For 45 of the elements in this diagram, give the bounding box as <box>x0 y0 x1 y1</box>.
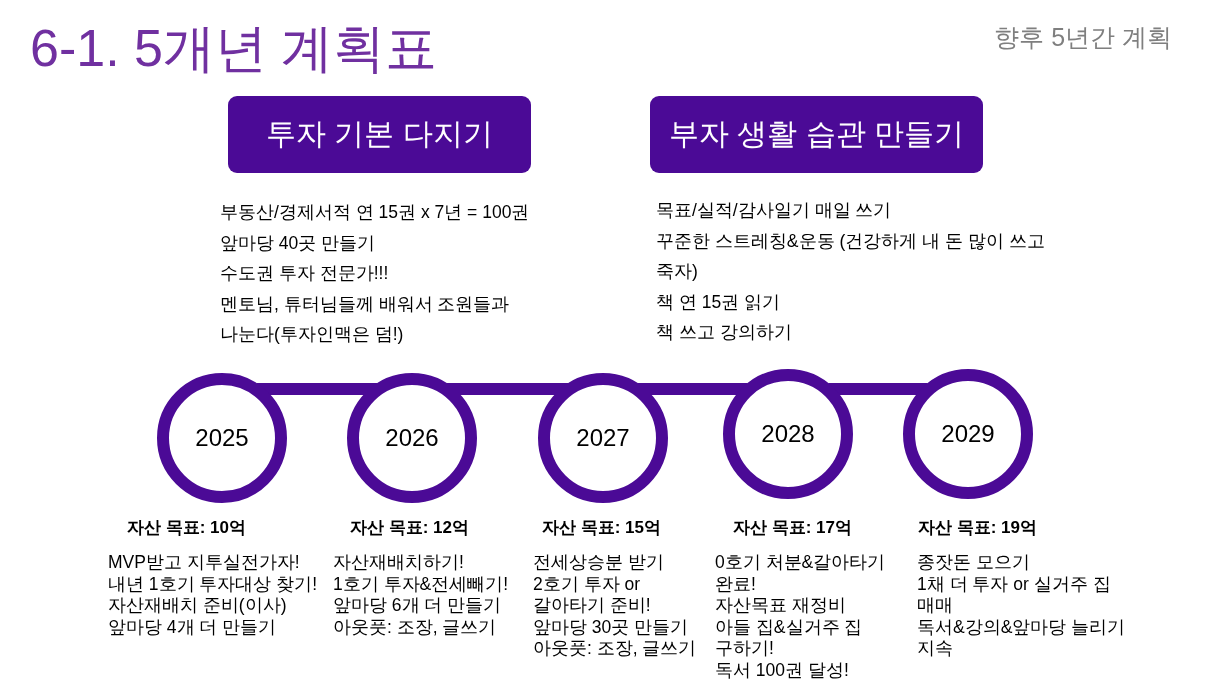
year-circle: 2028 <box>723 369 853 499</box>
goal-heading: 자산 목표: 12억 <box>350 517 470 539</box>
plan-text: 자산재배치 준비(이사) <box>108 595 287 617</box>
goal-text: 목표/실적/감사일기 매일 쓰기 <box>656 199 892 222</box>
plan-text: 아들 집&실거주 집 구하기! <box>715 616 864 660</box>
plan-text: 앞마당 4개 더 만들기 <box>108 616 277 639</box>
plan-text: 전세상승분 받기 <box>533 552 664 574</box>
timeline-line <box>256 383 378 395</box>
plan-text: MVP받고 지투실전가자! <box>108 552 300 574</box>
plan-text: 자산재배치하기! <box>333 552 464 574</box>
plan-text: 앞마당 6개 더 만들기 <box>333 595 502 617</box>
goal-heading: 자산 목표: 17억 <box>733 517 853 539</box>
year-circle: 2029 <box>903 369 1033 499</box>
plan-text: 내년 1호기 투자대상 찾기! <box>108 573 318 596</box>
plan-text: 독서 100권 달성! <box>715 659 849 682</box>
goal-heading: 자산 목표: 10억 <box>127 517 247 539</box>
goal-text: 책 연 15권 읽기 <box>656 290 781 314</box>
goal-heading: 자산 목표: 15억 <box>542 517 662 539</box>
goal-text: 부동산/경제서적 연 15권 x 7년 = 100권 <box>220 201 530 224</box>
plan-text: 1호기 투자&전세빼기! <box>333 573 509 596</box>
goal-text: 멘토님, 튜터님들께 배워서 조원들과 나눈다(투자인맥은 덤!) <box>220 292 511 346</box>
heading-banner: 투자 기본 다지기 <box>228 96 531 173</box>
corner-note: 향후 5년간 계획 <box>994 22 1172 53</box>
plan-text: 종잣돈 모으기 <box>917 552 1030 574</box>
timeline-line <box>637 383 748 395</box>
year-circle: 2026 <box>347 373 477 503</box>
plan-text: 2호기 투자 or 갈아타기 준비! <box>533 573 652 617</box>
heading-banner: 부자 생활 습관 만들기 <box>650 96 983 173</box>
plan-text: 아웃풋: 조장, 글쓰기 <box>333 616 497 639</box>
goal-text: 책 쓰고 강의하기 <box>656 321 792 344</box>
plan-text: 앞마당 30곳 만들기 <box>533 616 689 639</box>
plan-text: 아웃풋: 조장, 글쓰기 <box>533 638 697 660</box>
timeline-line <box>828 383 928 395</box>
goal-text: 수도권 투자 전문가!!! <box>220 262 389 285</box>
year-circle: 2025 <box>157 373 287 503</box>
timeline-line <box>446 383 569 395</box>
goal-heading: 자산 목표: 19억 <box>918 517 1038 539</box>
plan-text: 0호기 처분&갈아타기 완료! <box>715 552 887 596</box>
plan-text: 독서&강의&앞마당 늘리기 지속 <box>917 616 1127 660</box>
plan-text: 자산목표 재정비 <box>715 595 846 617</box>
goal-text: 꾸준한 스트레칭&운동 (건강하게 내 돈 많이 쓰고 죽자) <box>656 229 1046 283</box>
slide-title: 6-1. 5개년 계획표 <box>30 18 438 78</box>
goal-text: 앞마당 40곳 만들기 <box>220 231 376 255</box>
year-circle: 2027 <box>538 373 668 503</box>
plan-text: 1채 더 투자 or 실거주 집 매매 <box>917 573 1112 617</box>
